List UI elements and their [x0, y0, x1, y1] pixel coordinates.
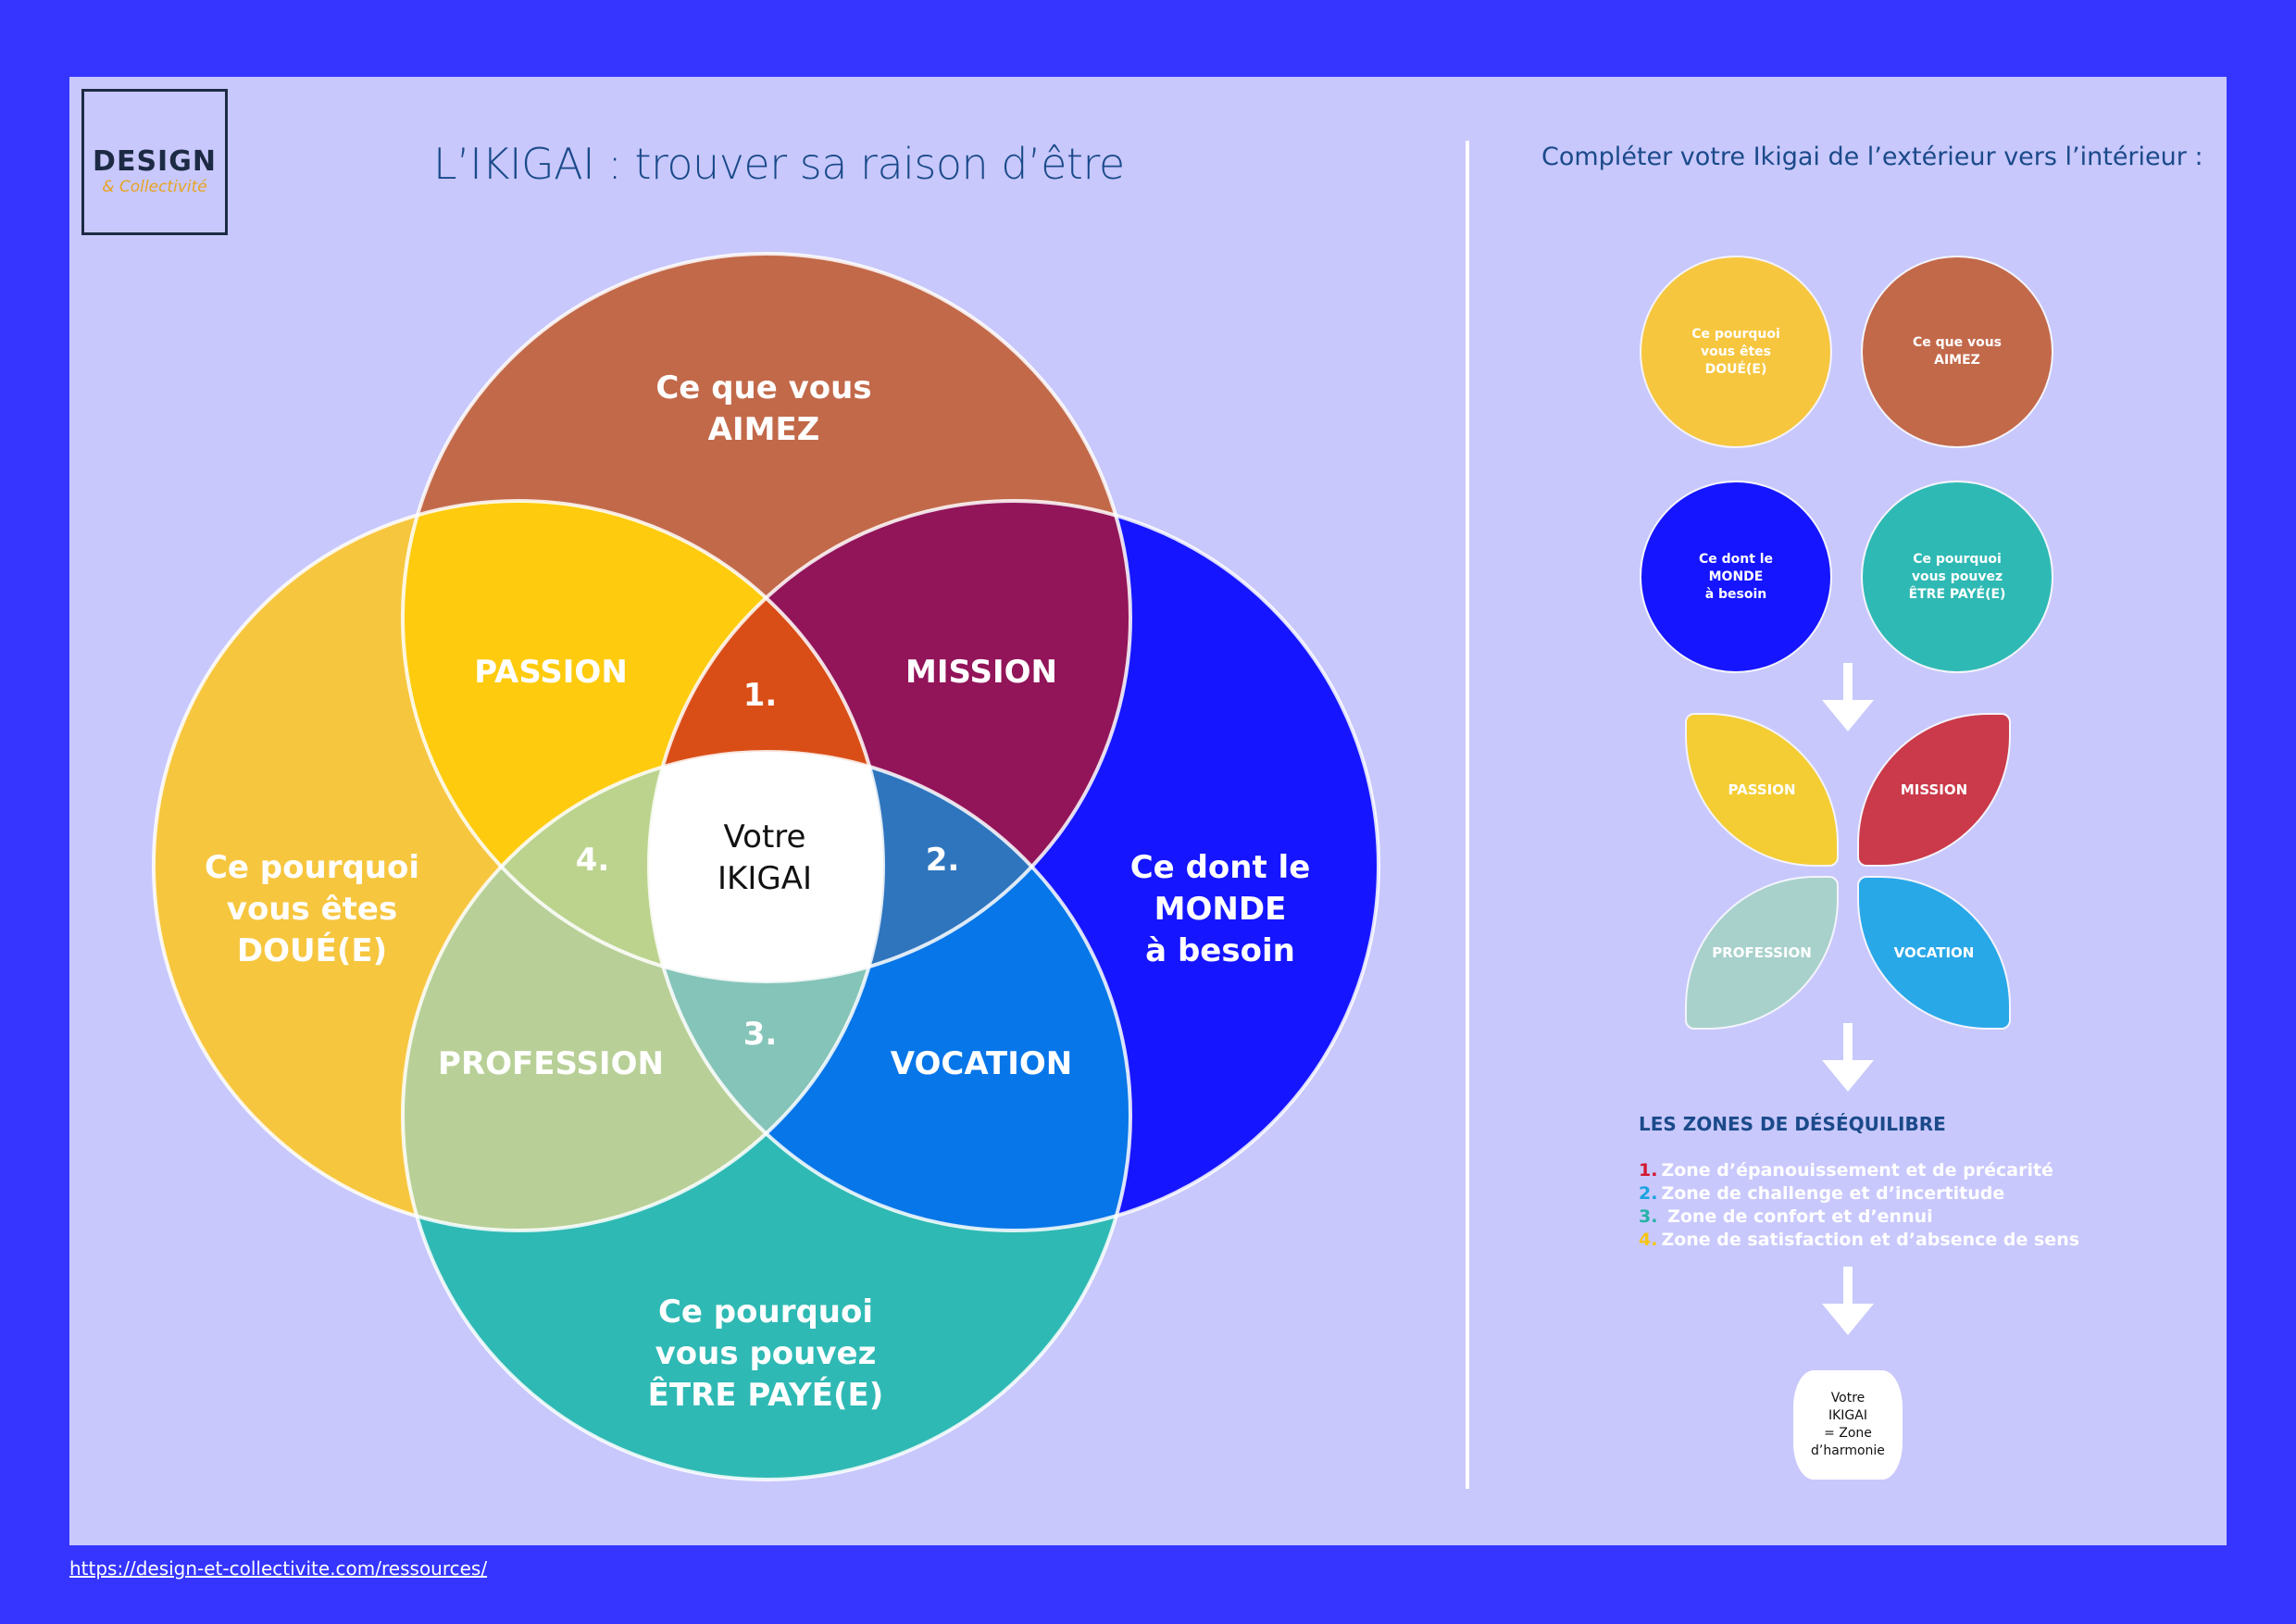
label-doue-3: DOUÉ(E)	[237, 931, 387, 969]
zone-4-region	[403, 752, 883, 981]
zone-number: 3.	[1639, 1206, 1658, 1227]
label-mission: MISSION	[905, 654, 1057, 691]
zone-number: 4.	[1639, 1230, 1658, 1250]
logo-design-text: DESIGN	[93, 145, 217, 178]
zone-1-region	[649, 501, 883, 981]
label-monde-1: Ce dont le	[1130, 849, 1311, 886]
page-title: L’IKIGAI : trouver sa raison d’être	[433, 139, 1125, 189]
label-monde-3: à besoin	[1145, 932, 1295, 969]
zone-number: 1.	[1639, 1160, 1658, 1181]
vertical-divider	[1466, 141, 1469, 1489]
final-ikigai-box: Votre IKIGAI = Zone d’harmonie	[1793, 1370, 1903, 1480]
zone-number: 2.	[1639, 1183, 1658, 1204]
zones-title: LES ZONES DE DÉSÉQUILIBRE	[1639, 1113, 1946, 1135]
zone-text: Zone de satisfaction et d’absence de sen…	[1661, 1230, 2080, 1250]
label-center-2: IKIGAI	[718, 860, 812, 897]
label-center-1: Votre	[724, 818, 806, 856]
outline-aimez	[401, 252, 1132, 983]
zones-list: 1.Zone d’épanouissement et de précarité …	[1639, 1159, 2079, 1252]
logo: DESIGN & Collectivité	[81, 89, 228, 235]
label-doue-2: vous êtes	[227, 891, 397, 928]
label-zone-2: 2.	[926, 842, 960, 879]
label-doue-1: Ce pourquoi	[205, 849, 419, 886]
label-paye-3: ÊTRE PAYÉ(E)	[648, 1376, 884, 1414]
outline-doue	[152, 499, 885, 1232]
side-circle-aimez: Ce que vous AIMEZ	[1861, 256, 2053, 448]
side-circle-paye: Ce pourquoi vous pouvez ÊTRE PAYÉ(E)	[1861, 481, 2053, 673]
label-aimez-2: AIMEZ	[708, 411, 820, 448]
label-zone-4: 4.	[576, 842, 610, 879]
zone-3-region	[649, 752, 883, 1230]
label-zone-3: 3.	[743, 1016, 778, 1053]
resources-link[interactable]: https://design-et-collectivite.com/resso…	[69, 1557, 488, 1580]
label-passion: PASSION	[474, 654, 628, 691]
outline-paye	[401, 750, 1132, 1481]
label-profession: PROFESSION	[438, 1045, 664, 1082]
label-vocation: VOCATION	[891, 1045, 1072, 1082]
zone-item: 4.Zone de satisfaction et d’absence de s…	[1639, 1229, 2079, 1252]
label-zone-1: 1.	[743, 677, 778, 714]
label-paye-2: vous pouvez	[655, 1335, 877, 1372]
label-monde-2: MONDE	[1154, 891, 1287, 928]
label-paye-1: Ce pourquoi	[658, 1293, 873, 1330]
side-circle-doue: Ce pourquoi vous êtes DOUÉ(E)	[1640, 256, 1832, 448]
zone-item: 1.Zone d’épanouissement et de précarité	[1639, 1159, 2079, 1182]
zone-text: Zone d’épanouissement et de précarité	[1661, 1160, 2053, 1181]
zone-text: Zone de confort et d’ennui	[1661, 1206, 1933, 1227]
side-subtitle: Compléter votre Ikigai de l’extérieur ve…	[1541, 143, 2203, 171]
logo-collectivite-text: & Collectivité	[102, 178, 207, 196]
zone-text: Zone de challenge et d’incertitude	[1661, 1183, 2005, 1204]
label-aimez-1: Ce que vous	[655, 369, 871, 406]
zone-item: 3. Zone de confort et d’ennui	[1639, 1206, 2079, 1229]
zone-item: 2.Zone de challenge et d’incertitude	[1639, 1182, 2079, 1206]
side-circle-monde: Ce dont le MONDE à besoin	[1640, 481, 1832, 673]
outline-monde	[647, 499, 1380, 1232]
